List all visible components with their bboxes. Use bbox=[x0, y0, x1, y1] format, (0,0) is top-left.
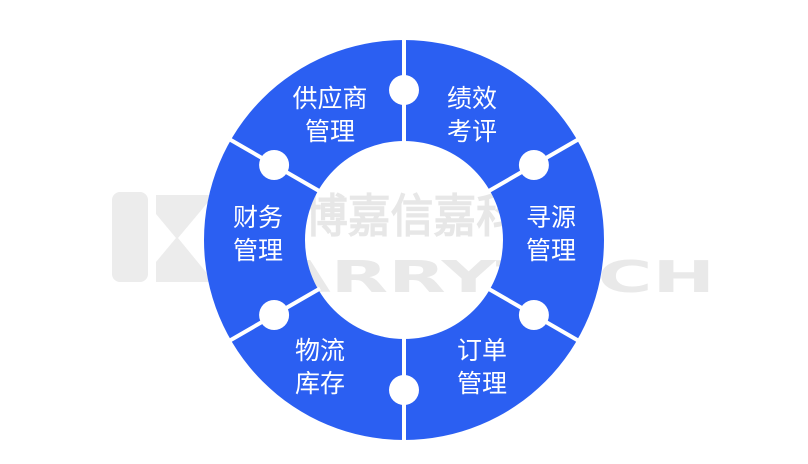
segment-order: 订单 管理 bbox=[457, 336, 507, 398]
connector-dot bbox=[259, 300, 290, 330]
ring bbox=[204, 40, 604, 440]
connector-dot bbox=[518, 300, 549, 330]
segment-label-supplier-line1: 供应商 bbox=[292, 84, 367, 113]
connector-dot bbox=[259, 150, 290, 180]
segment-label-sourcing-line1: 寻源 bbox=[526, 203, 576, 232]
segment-sourcing: 寻源 管理 bbox=[526, 203, 576, 265]
segment-label-order-line1: 订单 bbox=[457, 336, 507, 365]
ring-body bbox=[204, 40, 604, 440]
connector-dot bbox=[518, 150, 549, 180]
segment-finance: 财务 管理 bbox=[233, 203, 283, 265]
segment-label-supplier-line2: 管理 bbox=[305, 117, 355, 146]
segment-label-finance-line1: 财务 bbox=[233, 203, 283, 232]
segment-label-logistics-line2: 库存 bbox=[295, 369, 345, 398]
watermark-logo-chevron bbox=[156, 195, 214, 282]
connector-dot bbox=[389, 375, 419, 405]
segment-supplier: 供应商 管理 bbox=[292, 84, 367, 146]
segment-logistics: 物流 库存 bbox=[295, 336, 345, 398]
watermark-logo-bar bbox=[112, 192, 148, 282]
segment-label-order-line2: 管理 bbox=[457, 369, 507, 398]
segment-label-sourcing-line2: 管理 bbox=[526, 236, 576, 265]
watermark: 嘉博嘉信嘉科技 KARRYTECH bbox=[112, 189, 715, 303]
segment-label-performance-line1: 绩效 bbox=[447, 84, 497, 113]
connector-dots bbox=[259, 75, 549, 405]
segment-performance: 绩效 考评 bbox=[447, 84, 497, 146]
segment-label-logistics-line1: 物流 bbox=[295, 336, 345, 365]
segment-label-finance-line2: 管理 bbox=[233, 236, 283, 265]
connector-dot bbox=[389, 75, 419, 105]
segment-label-performance-line2: 考评 bbox=[447, 117, 497, 146]
